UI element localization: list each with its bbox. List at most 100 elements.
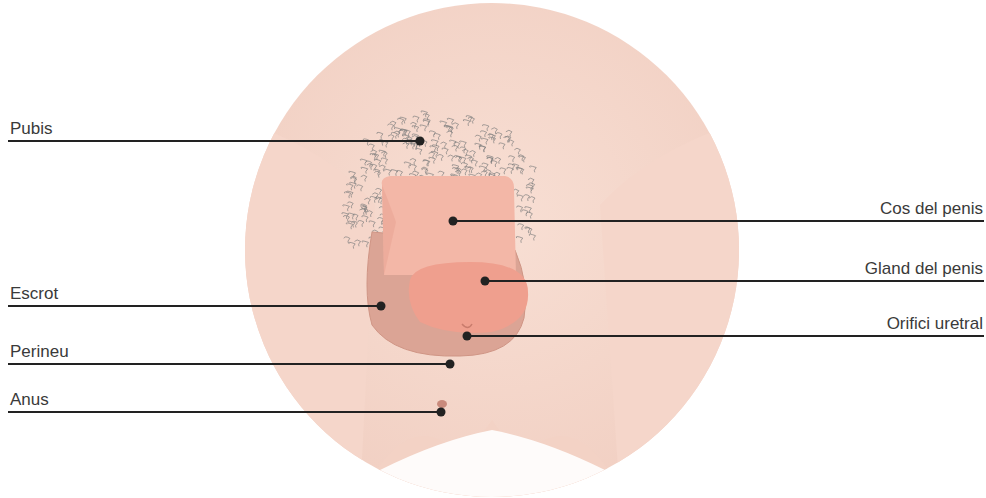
hair-curl — [518, 224, 524, 230]
hair-curl — [360, 159, 366, 165]
hair-curl — [352, 214, 358, 220]
hair-curl — [524, 195, 530, 201]
hair-curl — [479, 166, 486, 172]
urethral-opening — [462, 324, 472, 328]
leader-line — [453, 220, 984, 222]
hair-curl — [429, 131, 435, 137]
hair-curl — [529, 183, 535, 189]
hair-curl — [413, 116, 419, 122]
hair-curl — [362, 216, 368, 222]
hair-curl — [381, 158, 387, 164]
hair-curl — [506, 130, 512, 136]
hair-curl — [394, 128, 401, 134]
hair-curl — [385, 169, 391, 175]
hair-curl — [351, 221, 357, 227]
hair-curl — [440, 121, 447, 127]
hair-curl — [398, 118, 404, 124]
hair-curl — [475, 135, 481, 141]
hair-curl — [529, 197, 535, 203]
hair-curl — [370, 154, 376, 160]
shaft-shade — [382, 185, 396, 275]
hair-curl — [489, 134, 496, 140]
hair-curl — [388, 135, 394, 141]
hair-curl — [416, 148, 422, 154]
hair-curl — [408, 143, 415, 149]
leader-line — [8, 305, 381, 307]
hair-curl — [461, 163, 467, 169]
leader-line — [8, 363, 450, 365]
leader-dot — [481, 277, 490, 286]
hair-curl — [482, 163, 488, 169]
hair-curl — [485, 170, 491, 176]
hair-curl — [465, 155, 471, 161]
part-label: Cos del penis — [880, 199, 983, 219]
hair-curl — [516, 237, 522, 243]
hair-curl — [423, 160, 429, 166]
left-thigh — [240, 120, 375, 498]
penis-shaft — [382, 176, 516, 275]
hair-curl — [366, 161, 372, 167]
right-thigh — [600, 120, 745, 498]
hair-curl — [374, 169, 380, 175]
hair-curl — [404, 130, 410, 136]
leader-dot — [377, 302, 386, 311]
leader-line — [8, 140, 420, 142]
hair-curl — [475, 143, 482, 149]
hair-curl — [434, 133, 440, 139]
leader-dot — [416, 137, 425, 146]
buttocks — [360, 420, 625, 498]
hair-curl — [481, 131, 487, 137]
hair-curl — [471, 160, 477, 166]
hair-curl — [460, 141, 467, 147]
hair-curl — [369, 221, 375, 227]
part-label: Perineu — [10, 342, 69, 362]
hair-curl — [424, 119, 431, 125]
leader-dot — [449, 217, 458, 226]
hair-curl — [358, 221, 364, 227]
lower-gap — [365, 430, 620, 498]
hair-curl — [462, 149, 468, 155]
hair-curl — [495, 158, 501, 164]
hair-curl — [448, 155, 454, 161]
hair-curl — [421, 111, 427, 117]
hair-curl — [507, 167, 513, 173]
hair-curl — [446, 126, 453, 132]
skin — [240, 0, 750, 498]
part-label: Escrot — [10, 284, 58, 304]
hair-curl — [374, 197, 380, 203]
hair-curl — [344, 237, 350, 243]
hair-curl — [376, 188, 382, 194]
hair-curl — [481, 138, 488, 144]
hair-curl — [368, 144, 374, 150]
hair-curl — [404, 162, 410, 168]
leader-line — [467, 335, 984, 337]
hair-curl — [479, 146, 485, 152]
hair-curl — [381, 152, 387, 158]
hair-curl — [379, 150, 386, 156]
leader-line — [8, 411, 441, 413]
hair-curl — [429, 157, 436, 163]
hair-curl — [491, 161, 497, 167]
hair-curl — [355, 240, 361, 246]
hair-curl — [377, 218, 383, 224]
hair-curl — [366, 211, 372, 217]
leader-lines — [8, 141, 984, 412]
hair-curl — [496, 133, 502, 139]
hair-curl — [420, 125, 427, 131]
hair-curl — [423, 160, 430, 166]
hair-curl — [526, 187, 533, 193]
hair-curl — [362, 241, 369, 247]
hair-curl — [455, 170, 461, 176]
hair-curl — [350, 176, 356, 182]
hair-curl — [441, 142, 447, 148]
hair-curl — [530, 166, 537, 172]
hair-curl — [483, 125, 489, 131]
hair-curl — [514, 148, 520, 154]
hair-curl — [391, 132, 397, 138]
part-label: Orifici uretral — [887, 314, 983, 334]
hair-curl — [517, 206, 523, 212]
hair-curl — [529, 234, 535, 240]
hair-curl — [466, 116, 472, 122]
hair-curl — [454, 155, 460, 161]
penis-glans — [409, 262, 528, 333]
